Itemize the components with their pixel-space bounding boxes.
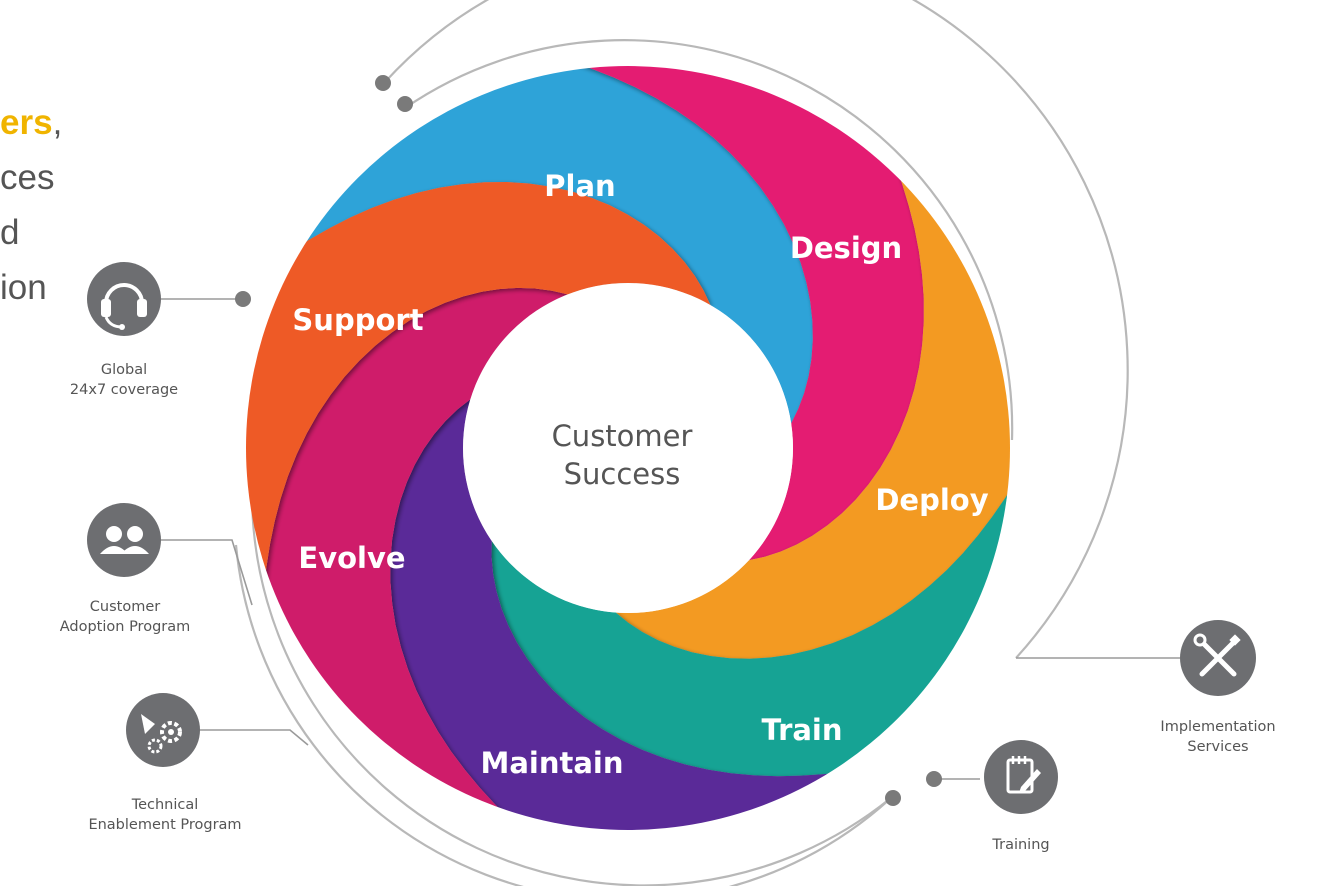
tools-icon	[1180, 620, 1256, 696]
wheel-wedges	[246, 66, 1010, 830]
connector-adoption	[160, 539, 253, 606]
center-hub	[463, 283, 793, 613]
segment-label-design: Design	[790, 231, 902, 265]
segment-label-deploy: Deploy	[875, 483, 988, 517]
intro-line-2: ces	[0, 158, 55, 197]
caption-implementation: Implementation Services	[1160, 719, 1276, 755]
outer-ring-bottom	[234, 544, 893, 886]
outer-ring-outer	[384, 0, 1129, 659]
wedge-maintain	[390, 399, 865, 830]
caption-global: Global 24x7 coverage	[69, 362, 179, 398]
segment-label-train: Train	[761, 713, 842, 747]
connector-dot	[235, 291, 251, 307]
connector-lines	[160, 298, 1180, 780]
segment-label-evolve: Evolve	[298, 541, 405, 575]
segment-label-support: Support	[292, 303, 423, 337]
connector-technical	[167, 729, 309, 746]
connector-dot	[375, 75, 391, 91]
wedge-train	[491, 464, 1010, 777]
connector-dot	[885, 790, 901, 806]
wedge-design	[554, 66, 924, 561]
users-icon	[87, 503, 161, 577]
connector-dots	[235, 75, 942, 806]
wedge-plan	[274, 66, 813, 424]
caption-adoption: Customer Adoption Program	[59, 599, 191, 635]
outer-ring-bottom-inner	[250, 494, 893, 886]
outer-rings	[234, 0, 1129, 886]
intro-line-4: ion	[0, 268, 47, 307]
service-icons	[87, 262, 1256, 814]
intro-line-3: d	[0, 213, 20, 252]
gears-icon	[126, 693, 200, 767]
caption-training: Training	[992, 837, 1050, 853]
wedge-deploy	[615, 145, 1010, 659]
intro-highlight: ers	[0, 103, 53, 142]
notepad-icon	[984, 740, 1058, 814]
outer-ring-top	[404, 39, 1014, 441]
headset-icon	[87, 262, 161, 336]
segment-label-plan: Plan	[544, 169, 615, 203]
center-label-line1: Customer	[552, 419, 693, 453]
wedge-support	[246, 182, 711, 607]
caption-technical: Technical Enablement Program	[88, 797, 242, 833]
center-label-line2: Success	[564, 457, 681, 491]
connector-dot	[926, 771, 942, 787]
segment-label-maintain: Maintain	[480, 746, 623, 780]
connector-dot	[397, 96, 413, 112]
intro-line-1: ers,	[0, 103, 63, 142]
